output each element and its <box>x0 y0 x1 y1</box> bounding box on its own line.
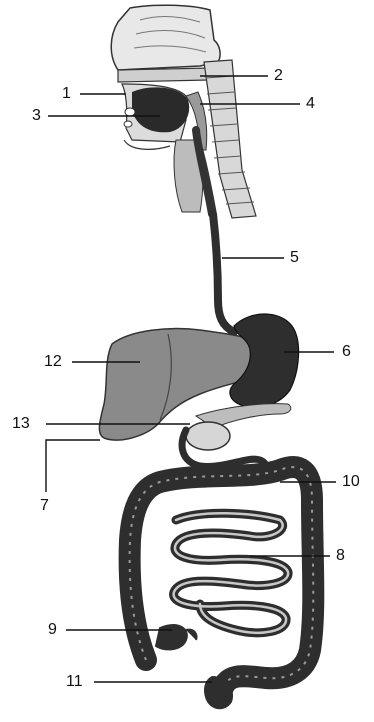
label-6: 6 <box>342 344 351 360</box>
label-12: 12 <box>44 354 62 370</box>
small-intestine <box>174 513 289 632</box>
label-8: 8 <box>336 548 345 564</box>
head-skull <box>111 5 220 82</box>
label-10: 10 <box>342 474 360 490</box>
label-2: 2 <box>274 68 283 84</box>
label-5: 5 <box>290 250 299 266</box>
label-7: 7 <box>40 498 49 514</box>
label-9: 9 <box>48 622 57 638</box>
gallbladder <box>186 422 230 450</box>
appendix <box>156 625 197 649</box>
esophagus <box>213 214 234 332</box>
label-3: 3 <box>32 108 41 124</box>
label-11: 11 <box>66 674 83 690</box>
label-1: 1 <box>62 86 71 102</box>
label-4: 4 <box>306 96 315 112</box>
label-13: 13 <box>12 416 30 432</box>
